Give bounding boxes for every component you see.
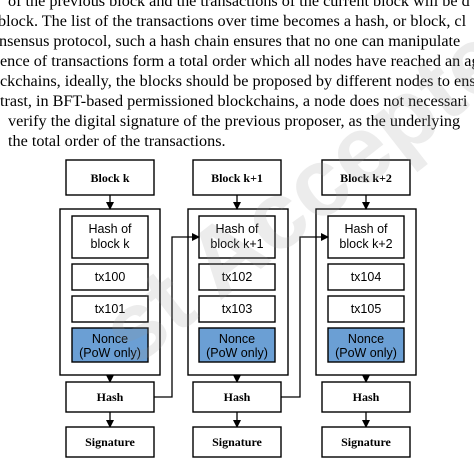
block-k2-nonce <box>327 327 405 363</box>
block-k1-nonce-line2: (PoW only) <box>206 346 268 360</box>
body-text-line-3: nsensus protocol, such a hash chain ensu… <box>0 32 461 50</box>
block-k-plus-2: Block k+2 Hash of block k+2 tx104 tx105 … <box>315 159 417 458</box>
block-k-prev-hash <box>71 215 149 259</box>
chain-arrow-k1-to-k2 <box>281 233 329 398</box>
block-k-signature-box <box>65 426 155 458</box>
block-k2-tx2-label: tx105 <box>351 302 382 316</box>
block-k1-nonce <box>198 327 276 363</box>
block-k1-tx1-label: tx102 <box>222 270 253 284</box>
body-text-line-6: trast, in BFT-based permissioned blockch… <box>0 92 468 110</box>
block-k1-hash-box <box>192 381 282 413</box>
block-k-title: Block k <box>90 171 129 185</box>
block-k-nonce-line1: Nonce <box>92 332 128 346</box>
block-k2-tx1-label: tx104 <box>351 270 382 284</box>
block-k-prev-hash-line2: block k <box>91 237 131 251</box>
block-k-nonce <box>71 327 149 363</box>
block-k2-nonce-line1: Nonce <box>348 332 384 346</box>
block-k1-tx2-label: tx103 <box>222 302 253 316</box>
block-k-signature-label: Signature <box>85 435 135 449</box>
block-k-tx1 <box>71 263 149 291</box>
block-k2-prev-hash <box>327 215 405 259</box>
block-k2-nonce-line2: (PoW only) <box>335 346 397 360</box>
block-k1-signature-label: Signature <box>212 435 262 449</box>
body-text-line-2: block. The list of the transactions over… <box>0 12 467 30</box>
block-k-prev-hash-line1: Hash of <box>88 222 132 236</box>
block-k1-hash-label: Hash <box>224 390 251 404</box>
block-k1-prev-hash <box>198 215 276 259</box>
block-k1-signature-box <box>192 426 282 458</box>
block-k1-header-box <box>192 159 282 196</box>
body-text-line-1: of the previous block and the transactio… <box>8 0 470 10</box>
block-k-tx2 <box>71 295 149 323</box>
body-text-line-5: ckchains, ideally, the blocks should be … <box>0 72 474 90</box>
block-k: Block k Hash of block k tx100 tx101 Nonc… <box>59 159 161 458</box>
body-text-line-8: the total order of the transactions. <box>8 132 226 150</box>
block-k2-prev-hash-line2: block k+2 <box>339 237 392 251</box>
chain-arrow-k-to-k1 <box>154 233 200 398</box>
block-k2-tx1 <box>327 263 405 291</box>
block-k2-hash-label: Hash <box>353 390 380 404</box>
block-k-hash-label: Hash <box>97 390 124 404</box>
block-k1-nonce-line1: Nonce <box>219 332 255 346</box>
body-text-line-4: ence of transactions form a total order … <box>0 52 474 70</box>
block-k1-tx2 <box>198 295 276 323</box>
block-k1-title: Block k+1 <box>211 171 263 185</box>
block-k-hash-box <box>65 381 155 413</box>
block-k-tx2-label: tx101 <box>95 302 126 316</box>
block-k2-tx2 <box>327 295 405 323</box>
block-k2-signature-label: Signature <box>341 435 391 449</box>
block-k1-tx1 <box>198 263 276 291</box>
body-text-line-7: verify the digital signature of the prev… <box>8 112 461 130</box>
block-k-tx1-label: tx100 <box>95 270 126 284</box>
block-k1-prev-hash-line1: Hash of <box>215 222 259 236</box>
block-k-nonce-line2: (PoW only) <box>79 346 141 360</box>
block-k-plus-1: Block k+1 Hash of block k+1 tx102 tx103 … <box>187 159 289 458</box>
block-k2-title: Block k+2 <box>340 171 392 185</box>
block-k-header-box <box>65 159 155 196</box>
block-k2-signature-box <box>321 426 411 458</box>
block-k1-prev-hash-line2: block k+1 <box>210 237 263 251</box>
block-k2-header-box <box>321 159 411 196</box>
block-k2-hash-box <box>321 381 411 413</box>
block-k2-prev-hash-line1: Hash of <box>344 222 388 236</box>
